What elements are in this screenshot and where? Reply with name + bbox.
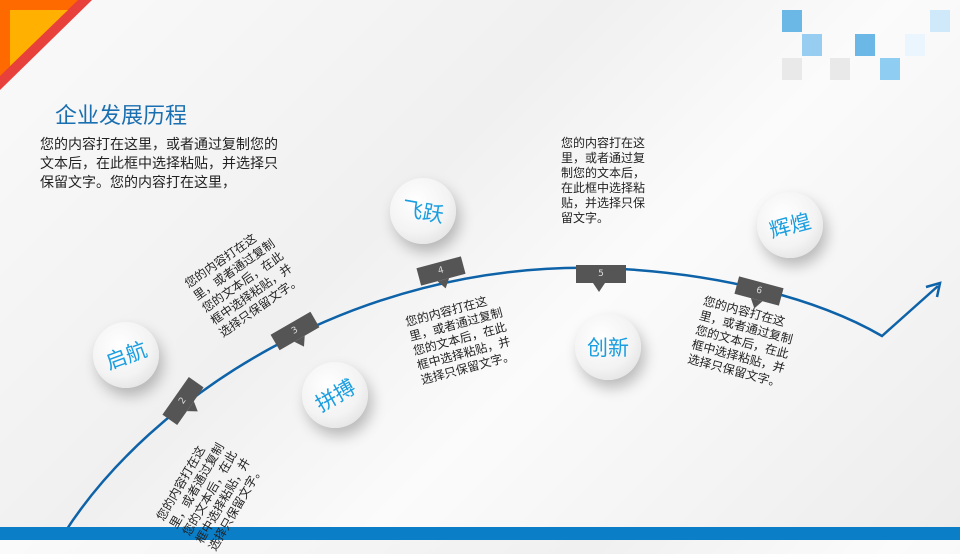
milestone-label: 辉煌 xyxy=(766,208,814,243)
milestone-ball-2: 拼搏 xyxy=(302,362,368,428)
milestone-label: 拼搏 xyxy=(311,374,360,417)
arrow-head-icon xyxy=(925,281,942,298)
milestone-ball-4: 创新 xyxy=(575,314,641,380)
milestone-ball-3: 飞跃 xyxy=(390,178,456,244)
timeline-curve xyxy=(63,266,942,533)
bottom-bar xyxy=(0,527,960,540)
milestone-ball-5: 辉煌 xyxy=(757,192,823,258)
milestone-label: 启航 xyxy=(102,337,151,375)
milestone-ball-1: 启航 xyxy=(93,322,159,388)
corner-decoration xyxy=(0,0,92,90)
milestone-text-4: 您的内容打在这里，或者通过复制您的文本后，在此框中选择粘贴，并选择只保留文字。 xyxy=(561,136,646,225)
milestone-label: 创新 xyxy=(587,336,629,360)
milestone-tag-4: 5 xyxy=(576,265,626,292)
page-title: 企业发展历程 xyxy=(55,104,188,129)
intro-text: 您的内容打在这里，或者通过复制您的文本后，在此框中选择粘贴，并选择只保留文字。您… xyxy=(40,137,278,191)
milestone-label: 飞跃 xyxy=(400,196,446,228)
